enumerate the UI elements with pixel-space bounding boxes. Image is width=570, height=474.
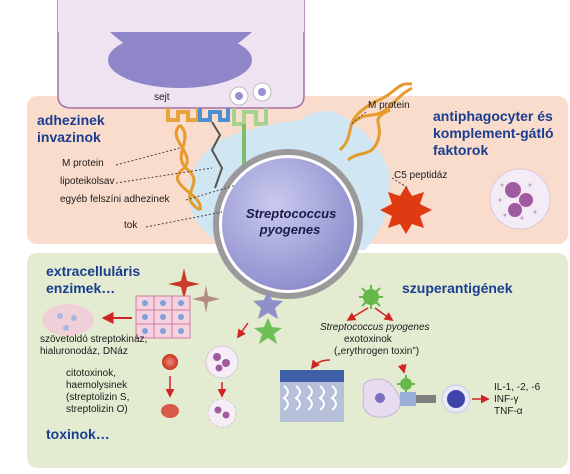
bacterium-body (222, 158, 354, 290)
enzyme-star-red (168, 268, 200, 300)
bacterium-name-line2: pyogenes (259, 222, 321, 237)
toxins-text-line1: citotoxinok, (66, 368, 117, 379)
damaged-tissue-block (280, 370, 344, 422)
capsule-label: tok (124, 220, 138, 231)
toxins-text-line2: haemolysinek (66, 380, 128, 391)
toxin-star-green (254, 318, 282, 344)
lysed-red-blood-cell (161, 404, 179, 418)
dissolved-tissue (42, 304, 94, 336)
toxins-text-line4: streptolizin O) (66, 404, 128, 415)
extracellular-heading-line1: extracelluláris (46, 263, 141, 279)
mhc-tcr-complex (400, 392, 416, 406)
superantigen-star-purple (253, 290, 283, 319)
antiphagocytic-heading-line2: komplement-gátló (433, 125, 554, 141)
enzyme-star-brown (192, 285, 220, 313)
cell-label: sejt (154, 92, 170, 103)
antiphagocytic-heading-line1: antiphagocyter és (433, 108, 553, 124)
enzymes-text-line2: hialuronodáz, DNáz (40, 346, 128, 357)
cytokine-line3: TNF-α (494, 406, 523, 417)
extracellular-heading-line2: enzimek… (46, 280, 116, 296)
m-protein-strand (178, 123, 201, 212)
lipoteichoic-label: lipoteikolsav (60, 176, 115, 187)
adhesins-heading-line2: invazinok (37, 129, 101, 145)
m-protein-label-top: M protein (368, 100, 410, 111)
exotoxin-text-line1: Streptococcus pyogenes (320, 322, 430, 333)
c5-peptidase-label: C5 peptidáz (394, 170, 448, 181)
leukocyte (205, 345, 239, 379)
bacterium-name-line1: Streptococcus (246, 206, 337, 221)
lipoteichoic-strand (210, 121, 224, 189)
red-blood-cell (162, 354, 178, 370)
cytokine-line1: IL-1, -2, -6 (494, 382, 541, 393)
toxins-text-line3: (streptolizin S, (66, 392, 130, 403)
enzymes-text-line1: szövetoldó streptokináz, (40, 334, 148, 345)
superantigen-particle (359, 285, 383, 309)
superantigen-bound (397, 375, 415, 393)
antiphagocytic-heading-line3: faktorok (433, 142, 489, 158)
nucleus-lower (110, 32, 252, 64)
exotoxin-text-line2: exotoxinok (344, 334, 392, 345)
receptor-blue (198, 108, 230, 122)
receptor-orange (166, 108, 200, 122)
adhesins-heading-line1: adhezinek (37, 112, 105, 128)
c5-peptidase-star (380, 186, 432, 234)
exotoxin-text-line3: („erythrogen toxin”) (334, 346, 420, 357)
m-protein-strand-right (350, 86, 413, 126)
superantigens-heading: szuperantigének (402, 280, 513, 296)
cytokine-line2: INF-γ (494, 394, 519, 405)
damaged-leukocyte (207, 398, 237, 428)
other-adhesins-label: egyéb felszíni adhezinek (60, 194, 170, 205)
toxins-heading: toxinok… (46, 426, 110, 442)
receptor-green (232, 108, 268, 126)
m-protein-label-left: M protein (62, 158, 104, 169)
